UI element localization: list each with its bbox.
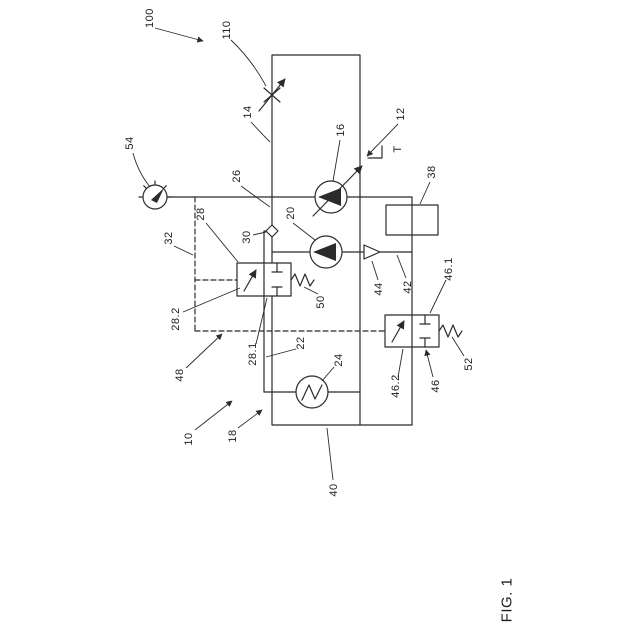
leader-ref-46-2	[397, 348, 404, 378]
pressure-gauge-54-icon	[138, 180, 172, 210]
leader-ref-46-1	[429, 279, 447, 314]
check-valve-44-icon	[363, 244, 381, 260]
label-ref-46-2: 46.2	[390, 374, 402, 397]
leader-ref-40	[326, 427, 334, 481]
label-ref-22: 22	[295, 336, 307, 349]
gauge-needle	[151, 188, 164, 203]
label-ref-12: 12	[395, 107, 407, 120]
pump-16-icon	[271, 145, 413, 217]
label-ref-48: 48	[174, 368, 186, 381]
leader-ref-10	[194, 400, 233, 431]
label-ref-100: 100	[144, 8, 156, 28]
label-ref-46-1: 46.1	[443, 257, 455, 280]
variable-displacement-arrow	[312, 165, 363, 217]
leader-ref-12	[366, 123, 399, 157]
label-ref-28-2: 28.2	[170, 307, 182, 330]
label-ref-28: 28	[195, 207, 207, 220]
leader-ref-110	[230, 39, 267, 87]
gauge-ticks	[138, 180, 172, 198]
restrictor-adjust-arrow	[258, 78, 286, 112]
leader-ref-28-1	[255, 297, 268, 345]
restrictor-110-icon	[258, 78, 286, 112]
leader-ref-44	[371, 260, 379, 281]
label-ref-52: 52	[463, 357, 475, 370]
valve28-flow-arrow	[243, 269, 257, 292]
schematic	[138, 54, 463, 426]
leader-ref-50	[303, 286, 319, 295]
pump-20-icon	[271, 235, 413, 269]
label-ref-32: 32	[163, 231, 175, 244]
label-ref-110: 110	[221, 20, 233, 39]
heat-exchanger-zigzag	[301, 384, 323, 401]
label-ref-42: 42	[402, 280, 414, 293]
label-ref-T: T	[392, 145, 404, 152]
label-ref-38: 38	[426, 165, 438, 178]
heat-exchanger-24-icon	[263, 375, 361, 409]
label-ref-40: 40	[328, 483, 340, 496]
leader-ref-20	[292, 222, 316, 241]
label-ref-50: 50	[315, 295, 327, 308]
component-38-icon	[385, 204, 439, 236]
spring-50-icon	[290, 273, 315, 287]
spring-52-icon	[438, 324, 463, 338]
label-ref-14: 14	[242, 105, 254, 118]
label-ref-28-1: 28.1	[247, 342, 259, 365]
reference-labels: 100 110 54 14 26 16 12T 28 20 30 32 38 28.2 50 44 42 28.…	[124, 8, 516, 622]
leader-ref-42	[396, 254, 407, 279]
valve28-supply-line	[263, 230, 267, 264]
valve-28-icon	[236, 230, 315, 393]
leader-ref-24	[321, 366, 335, 382]
leader-ref-48	[185, 333, 223, 369]
leader-ref-26	[240, 185, 271, 208]
label-ref-54: 54	[124, 136, 136, 149]
label-ref-16: 16	[335, 123, 347, 136]
leader-ref-52	[451, 336, 465, 357]
leader-ref-100	[154, 27, 204, 43]
label-figure-caption: FIG. 1	[499, 578, 516, 623]
valve-46-icon	[384, 314, 463, 348]
label-ref-30: 30	[241, 230, 253, 243]
leader-ref-18	[237, 409, 263, 429]
label-ref-18: 18	[227, 429, 239, 442]
leader-ref-46	[424, 349, 434, 378]
valve46-blocked-ports	[419, 314, 431, 348]
leader-ref-54	[132, 152, 151, 188]
valve28-blocked-ports	[271, 262, 283, 297]
leader-ref-32	[173, 245, 194, 256]
label-ref-20: 20	[285, 206, 297, 219]
leader-ref-30	[252, 231, 267, 236]
leader-ref-38	[419, 181, 431, 205]
tank-port-bracket	[367, 145, 383, 159]
housing-12-outline	[271, 54, 361, 426]
leader-ref-16	[332, 139, 341, 182]
junction-diamond-30-icon	[265, 224, 279, 238]
leader-ref-22	[265, 348, 297, 358]
leader-ref-14	[250, 121, 271, 143]
leader-ref-28-2	[182, 287, 241, 313]
label-ref-44: 44	[373, 282, 385, 295]
leader-ref-28	[205, 222, 239, 263]
label-ref-26: 26	[231, 169, 243, 182]
label-ref-24: 24	[333, 353, 345, 366]
pilot-lines	[194, 196, 386, 332]
valve46-flow-arrow	[391, 320, 405, 343]
label-ref-10: 10	[183, 432, 195, 445]
label-ref-46: 46	[430, 379, 442, 392]
